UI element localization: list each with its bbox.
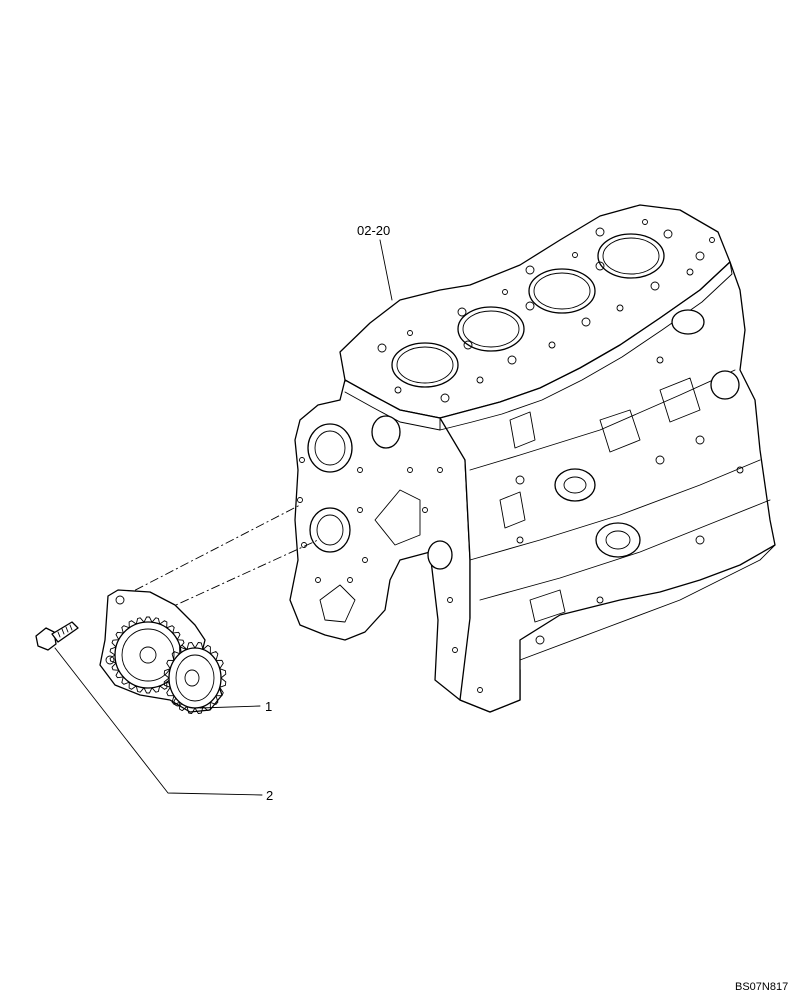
mounting-bolt	[35, 621, 263, 796]
engine-block	[289, 204, 776, 713]
drawing-code: BS07N817	[735, 981, 788, 993]
oil-pump-idler-gear	[163, 641, 227, 715]
oil-pump-assembly	[99, 589, 261, 715]
callout-engine-block: 02-20	[357, 223, 390, 238]
alignment-lines	[119, 504, 319, 611]
gear-teeth	[163, 641, 227, 715]
callout-item-2: 2	[266, 788, 273, 803]
callout-item-1: 1	[265, 699, 272, 714]
